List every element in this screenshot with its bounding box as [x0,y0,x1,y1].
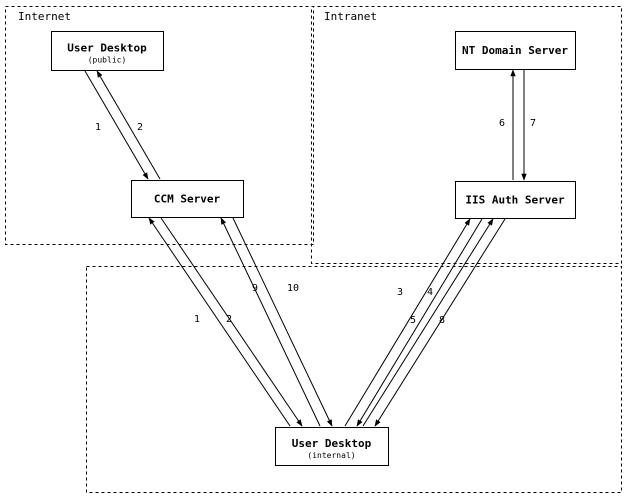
zone-boundary-lan [86,266,622,493]
node-box-ccm-server [131,180,244,218]
node-title-user-desktop-internal: User Desktop [292,437,372,450]
node-nt-domain-server: NT Domain Server [455,31,576,70]
flow-label-flow-10: 10 [287,283,299,294]
flow-label-flow-7: 7 [530,118,536,129]
flow-arrow-flow-10 [232,217,333,427]
flow-label-flow-3: 3 [397,287,403,298]
flow-arrow-flow-4 [356,218,483,427]
node-title-user-desktop-public: User Desktop [67,42,147,55]
flow-label-flow-1-internal: 1 [194,314,200,325]
flow-arrow-flow-9 [220,217,321,427]
flow-arrows [84,69,527,427]
flow-step-labels: 1 2 6 7 1 2 9 10 3 4 5 8 [95,118,536,326]
node-ccm-server: CCM Server [131,180,244,218]
node-title-nt-domain-server: NT Domain Server [462,44,568,57]
node-title-ccm-server: CCM Server [154,193,221,206]
flow-arrow-flow-1-public [84,70,149,180]
flow-label-flow-5: 5 [410,315,416,326]
node-subtitle-user-desktop-internal: (internal) [307,451,355,460]
node-title-iis-auth-server: IIS Auth Server [465,194,565,207]
node-box-user-desktop-internal [275,427,389,466]
node-subtitle-user-desktop-public: (public) [88,56,127,65]
flow-label-flow-2-internal: 2 [226,314,232,325]
flow-label-flow-6: 6 [499,118,505,129]
node-box-iis-auth-server [455,181,576,219]
flow-label-flow-9: 9 [252,283,258,294]
flow-arrow-flow-2-public [96,70,161,180]
zone-lan [86,266,622,493]
zone-boundary-internet [5,6,314,245]
zone-boundary-intranet [311,6,622,264]
flow-arrow-flow-2-internal [160,217,303,427]
zone-label-internet: Internet [18,10,71,23]
node-box-nt-domain-server [455,31,576,70]
node-box-user-desktop-public [51,31,164,71]
flow-arrow-flow-1-internal [148,217,291,427]
zone-boundaries: Internet Intranet [5,6,622,493]
node-user-desktop-internal: User Desktop(internal) [275,427,389,466]
flow-label-flow-4: 4 [427,287,433,298]
node-iis-auth-server: IIS Auth Server [455,181,576,219]
flow-label-flow-8: 8 [439,315,445,326]
flow-arrow-flow-3 [344,218,471,427]
flow-label-flow-2-public: 2 [137,122,143,133]
flow-arrow-flow-5 [362,218,494,427]
flow-label-flow-1-public: 1 [95,122,101,133]
zone-label-intranet: Intranet [324,10,377,23]
flow-arrow-flow-8 [374,218,506,427]
node-user-desktop-public: User Desktop(public) [51,31,164,71]
zone-internet: Internet [5,6,314,245]
zone-intranet: Intranet [311,6,622,264]
